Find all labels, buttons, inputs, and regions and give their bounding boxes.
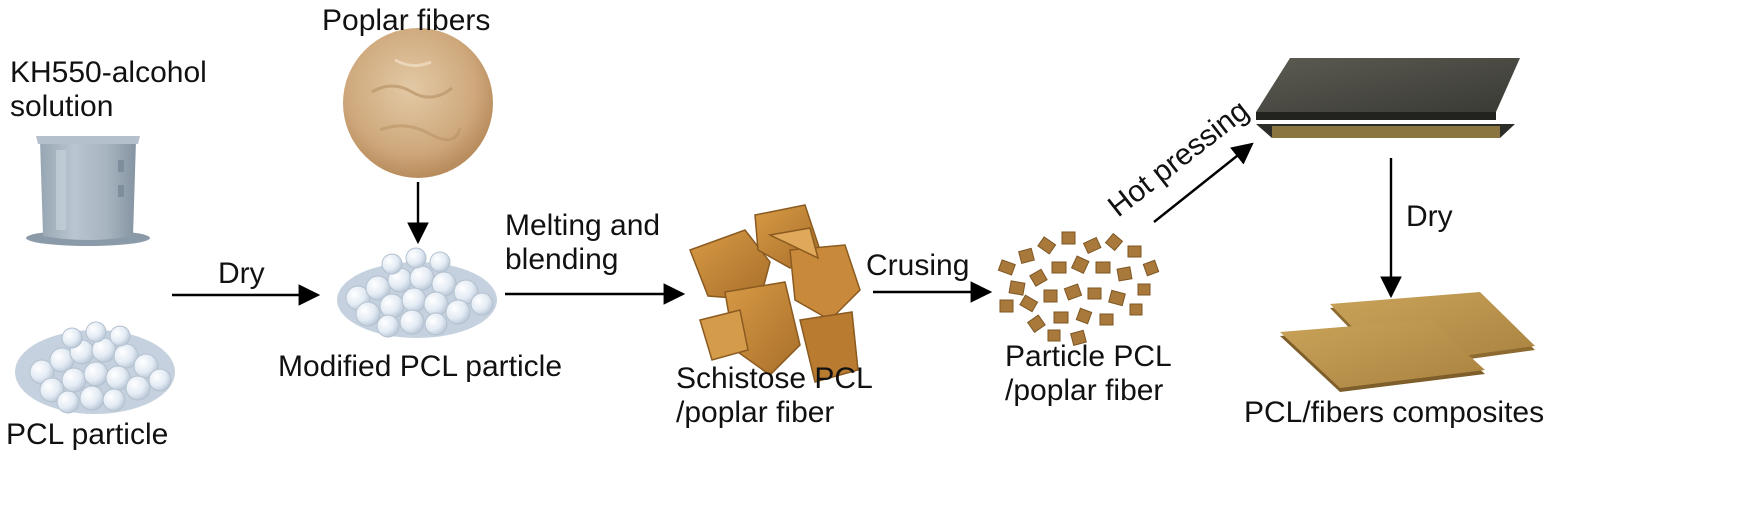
arrow-hot-pressing bbox=[1153, 142, 1254, 223]
label-modified-pcl: Modified PCL particle bbox=[278, 350, 563, 383]
label-particle-pcl-line2: /poplar fiber bbox=[1005, 374, 1164, 407]
label-particle-pcl-line1: Particle PCL bbox=[1005, 340, 1172, 373]
label-schistose-line2: /poplar fiber bbox=[676, 396, 835, 429]
label-crusing: Crusing bbox=[866, 249, 970, 282]
label-particle-pcl: Particle PCL /poplar fiber bbox=[1005, 340, 1172, 408]
label-kh550: KH550-alcohol solution bbox=[10, 56, 207, 124]
flakes-icon bbox=[689, 204, 861, 383]
press-icon bbox=[1256, 58, 1520, 138]
label-schistose: Schistose PCL /poplar fiber bbox=[676, 362, 873, 430]
pellets-icon bbox=[337, 247, 497, 338]
powder-icon bbox=[343, 28, 493, 178]
label-composites: PCL/fibers composites bbox=[1244, 396, 1545, 429]
label-melting-line2: blending bbox=[505, 243, 619, 276]
arrows bbox=[172, 142, 1402, 306]
beaker-icon bbox=[26, 136, 150, 246]
label-dry-2: Dry bbox=[1406, 200, 1453, 233]
pellets-icon bbox=[15, 321, 175, 414]
granules-icon bbox=[997, 231, 1160, 346]
label-pcl-particle: PCL particle bbox=[6, 418, 169, 451]
label-schistose-line1: Schistose PCL bbox=[676, 362, 873, 395]
label-melting: Melting and blending bbox=[505, 209, 660, 277]
label-kh550-line1: KH550-alcohol bbox=[10, 56, 207, 89]
label-melting-line1: Melting and bbox=[505, 209, 661, 242]
boards-icon bbox=[1280, 292, 1535, 392]
label-poplar-fibers: Poplar fibers bbox=[322, 4, 491, 37]
label-dry-1: Dry bbox=[218, 257, 265, 290]
label-kh550-line2: solution bbox=[10, 90, 114, 123]
